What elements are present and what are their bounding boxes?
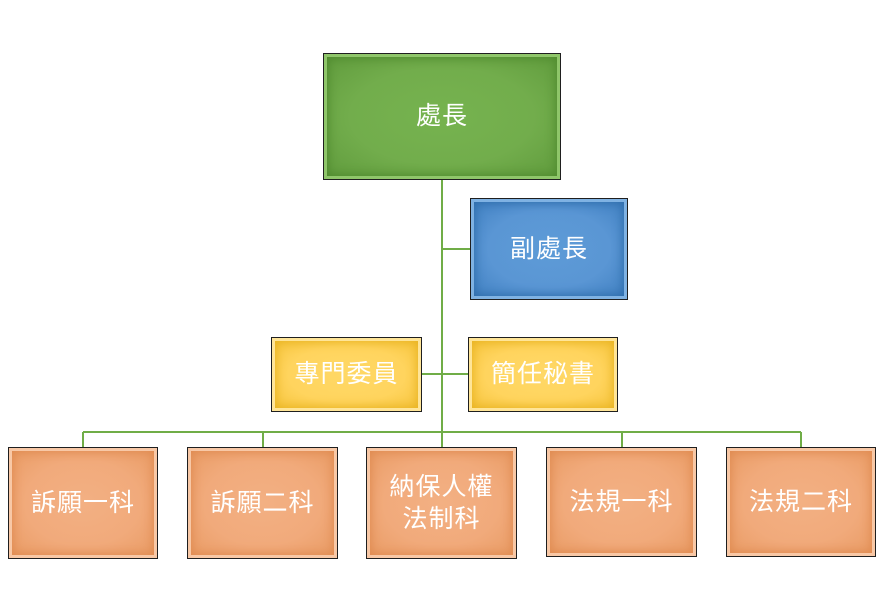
section-box-3[interactable]: 納保人權 法制科: [366, 447, 517, 559]
section-label-4-line-1: 法規一科: [569, 486, 674, 516]
section-label-3-line-1: 納保人權: [389, 471, 494, 501]
section-label-2: 訴願二科: [210, 487, 314, 520]
section-box-1[interactable]: 訴願一科: [8, 447, 158, 559]
section-label-1: 訴願一科: [31, 487, 135, 520]
section-label-4: 法規一科: [569, 486, 673, 519]
section-label-3: 納保人權 法制科: [389, 471, 493, 536]
section-label-5: 法規二科: [749, 486, 853, 519]
secretary-box[interactable]: 簡任秘書: [468, 337, 618, 412]
deputy-director-label: 副處長: [509, 233, 588, 263]
section-box-4[interactable]: 法規一科: [546, 447, 697, 557]
director-box[interactable]: 處長: [323, 53, 561, 180]
section-label-2-line-1: 訴願二科: [210, 487, 315, 517]
section-box-5[interactable]: 法規二科: [726, 447, 876, 557]
specialist-label: 專門委員: [294, 359, 399, 389]
secretary-label: 簡任秘書: [490, 359, 595, 389]
section-label-1-line-1: 訴願一科: [30, 487, 135, 517]
section-label-3-line-2: 法制科: [402, 504, 481, 533]
specialist-box[interactable]: 專門委員: [271, 337, 422, 412]
section-label-5-line-1: 法規二科: [748, 486, 853, 516]
section-box-2[interactable]: 訴願二科: [187, 447, 338, 559]
deputy-director-box[interactable]: 副處長: [470, 198, 628, 300]
director-label: 處長: [415, 101, 468, 131]
